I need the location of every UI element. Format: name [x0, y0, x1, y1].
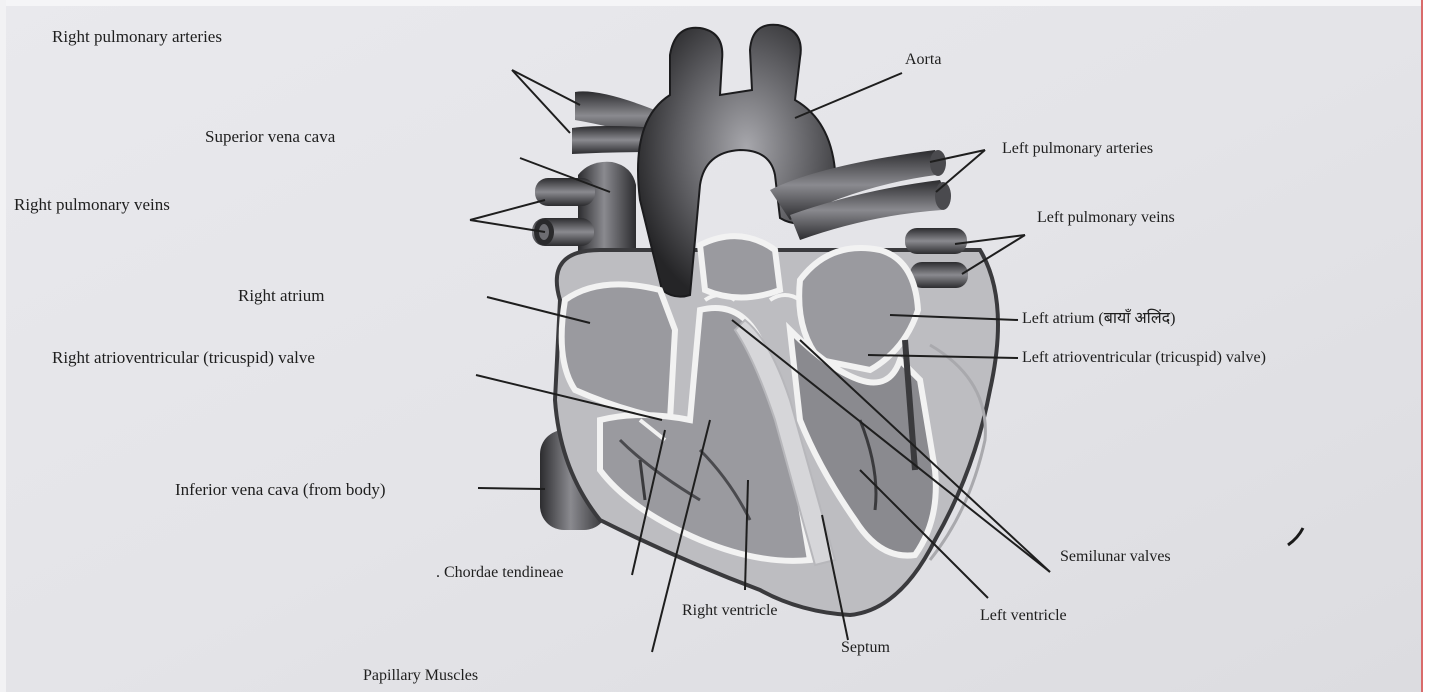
label-papillary-muscles: Papillary Muscles [363, 668, 478, 684]
leader-inferior-vena-cava [478, 488, 545, 489]
photo-edge-right [1421, 0, 1429, 692]
leader-right-pulmonary-arteries-b [512, 70, 570, 133]
label-right-atrium: Right atrium [238, 287, 324, 304]
label-septum: Septum [841, 640, 890, 656]
label-semilunar-valves: Semilunar valves [1060, 549, 1171, 565]
photo-edge-left [0, 0, 6, 692]
label-left-pulmonary-veins: Left pulmonary veins [1037, 210, 1175, 226]
label-chordae-tendineae: . Chordae tendineae [436, 565, 564, 581]
label-left-av-valve: Left atrioventricular (tricuspid) valve) [1022, 350, 1266, 366]
leader-aorta [795, 73, 902, 118]
label-right-pulmonary-arteries: Right pulmonary arteries [52, 28, 222, 45]
label-right-av-valve: Right atrioventricular (tricuspid) valve [52, 349, 315, 366]
label-left-pulmonary-arteries: Left pulmonary arteries [1002, 141, 1153, 157]
label-right-pulmonary-veins: Right pulmonary veins [14, 196, 170, 213]
leader-right-pulmonary-veins-a [470, 200, 545, 220]
label-left-atrium: Left atrium (बायाँ अलिंद) [1022, 311, 1176, 327]
label-inferior-vena-cava: Inferior vena cava (from body) [175, 481, 386, 498]
photo-edge-top [0, 0, 1429, 6]
pulmonary-trunk [700, 236, 780, 297]
leader-right-pulmonary-arteries-a [512, 70, 580, 105]
label-superior-vena-cava: Superior vena cava [205, 128, 335, 145]
label-right-ventricle: Right ventricle [682, 603, 778, 619]
label-aorta: Aorta [905, 52, 941, 68]
pen-mark [1288, 528, 1303, 545]
label-left-ventricle: Left ventricle [980, 608, 1067, 624]
